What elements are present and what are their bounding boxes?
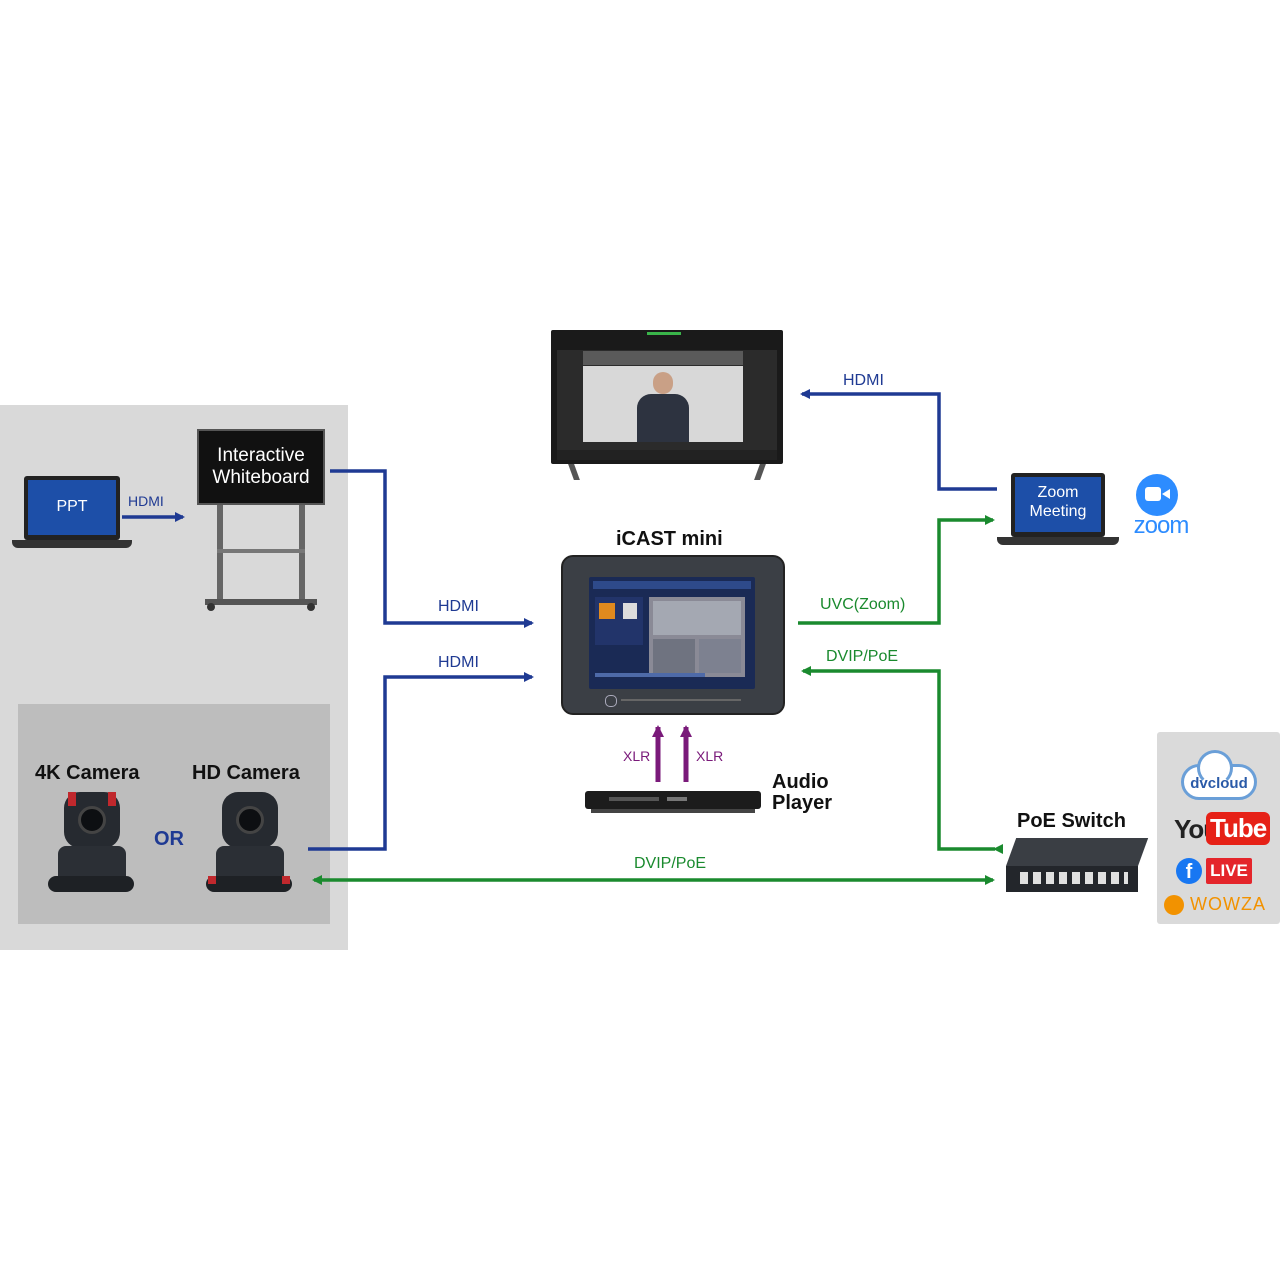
icast-mini-device bbox=[561, 555, 785, 715]
zoom-camera-icon bbox=[1136, 474, 1178, 516]
youtube-logo: You Tube bbox=[1174, 812, 1271, 848]
poe-switch-device bbox=[1006, 838, 1149, 894]
or-label: OR bbox=[154, 828, 184, 850]
zoom-meeting-laptop: Zoom Meeting bbox=[997, 473, 1119, 549]
wowza-text: WOWZA bbox=[1190, 894, 1266, 914]
edge-laptop-tv bbox=[800, 389, 997, 491]
label-laptop-tv: HDMI bbox=[843, 372, 884, 389]
zoom-wordmark: zoom bbox=[1133, 512, 1190, 539]
label-whiteboard-icast: HDMI bbox=[438, 598, 479, 615]
edge-whiteboard-icast bbox=[330, 469, 534, 628]
whiteboard-label-line2: Whiteboard bbox=[212, 467, 310, 488]
youtube-tube-text: Tube bbox=[1206, 812, 1271, 845]
cam-4k-label: 4K Camera bbox=[35, 762, 140, 784]
poe-switch-label: PoE Switch bbox=[1017, 810, 1126, 832]
ppt-laptop: PPT bbox=[12, 476, 132, 551]
wowza-icon bbox=[1164, 895, 1184, 915]
edge-icast-zoom bbox=[798, 515, 995, 625]
edge-switch-icast bbox=[801, 666, 1003, 854]
facebook-live-text: LIVE bbox=[1206, 858, 1252, 884]
ptz-camera-hd bbox=[204, 788, 294, 896]
label-xlr-left: XLR bbox=[623, 748, 651, 764]
audio-label-line2: Player bbox=[772, 792, 833, 814]
zoom-meeting-label-line2: Meeting bbox=[1029, 503, 1087, 520]
label-camera-icast: HDMI bbox=[438, 654, 479, 671]
facebook-icon: f bbox=[1176, 858, 1202, 884]
audio-player-device bbox=[585, 787, 761, 813]
icast-label: iCAST mini bbox=[616, 528, 723, 550]
dvcloud-logo: dvcloud bbox=[1175, 748, 1263, 804]
zoom-logo: zoom bbox=[1126, 474, 1196, 540]
audio-label-line1: Audio bbox=[772, 771, 829, 793]
label-ppt-whiteboard: HDMI bbox=[128, 493, 164, 509]
wowza-logo: WOWZA bbox=[1164, 892, 1270, 918]
interactive-whiteboard: Interactive Whiteboard bbox=[197, 429, 325, 611]
facebook-live-logo: f LIVE bbox=[1176, 856, 1256, 886]
edge-camera-icast bbox=[308, 672, 534, 851]
label-camera-switch: DVIP/PoE bbox=[634, 855, 707, 872]
zoom-meeting-label-line1: Zoom bbox=[1037, 484, 1079, 501]
dvcloud-text: dvcloud bbox=[1190, 775, 1248, 792]
label-xlr-right: XLR bbox=[696, 748, 724, 764]
ppt-label: PPT bbox=[56, 498, 88, 515]
label-icast-zoom: UVC(Zoom) bbox=[820, 596, 906, 613]
cam-hd-label: HD Camera bbox=[192, 762, 300, 784]
whiteboard-label-line1: Interactive bbox=[217, 445, 305, 466]
zoom-tv bbox=[551, 330, 783, 480]
label-switch-icast: DVIP/PoE bbox=[826, 648, 899, 665]
ptz-camera-4k bbox=[46, 788, 136, 896]
